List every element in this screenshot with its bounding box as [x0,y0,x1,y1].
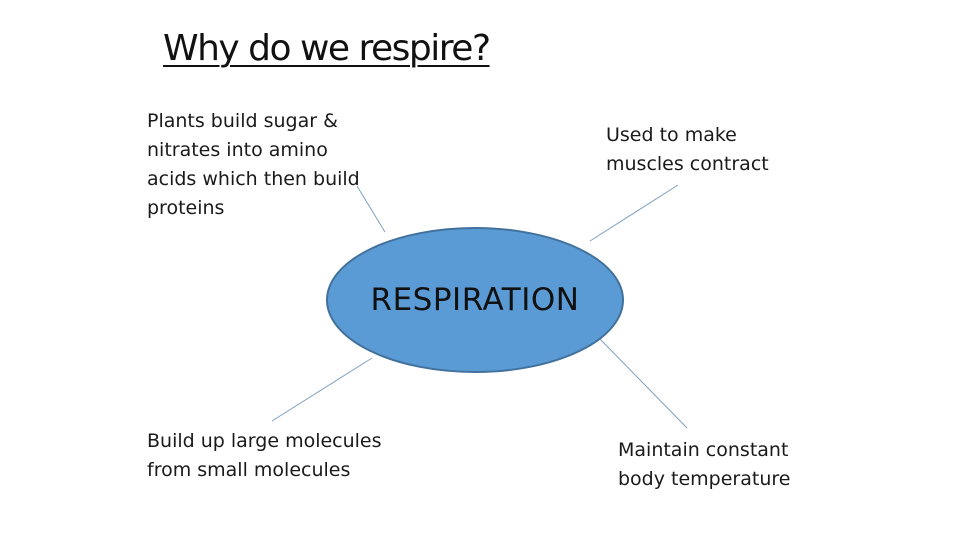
respiration-label: RESPIRATION [370,282,580,318]
note-build-proteins: Plants build sugar & nitrates into amino… [147,110,360,219]
connector-bottom-left [271,357,373,422]
note-muscles-contract: Used to make muscles contract [606,124,769,175]
respiration-ellipse [326,227,624,373]
connector-top-left [356,185,386,233]
note-large-molecules: Build up large molecules from small mole… [147,430,382,481]
note-body-temperature: Maintain constant body temperature [618,439,791,490]
connector-bottom-right [599,338,688,429]
slide-title: Why do we respire? [163,28,491,69]
connector-top-right [589,184,679,242]
